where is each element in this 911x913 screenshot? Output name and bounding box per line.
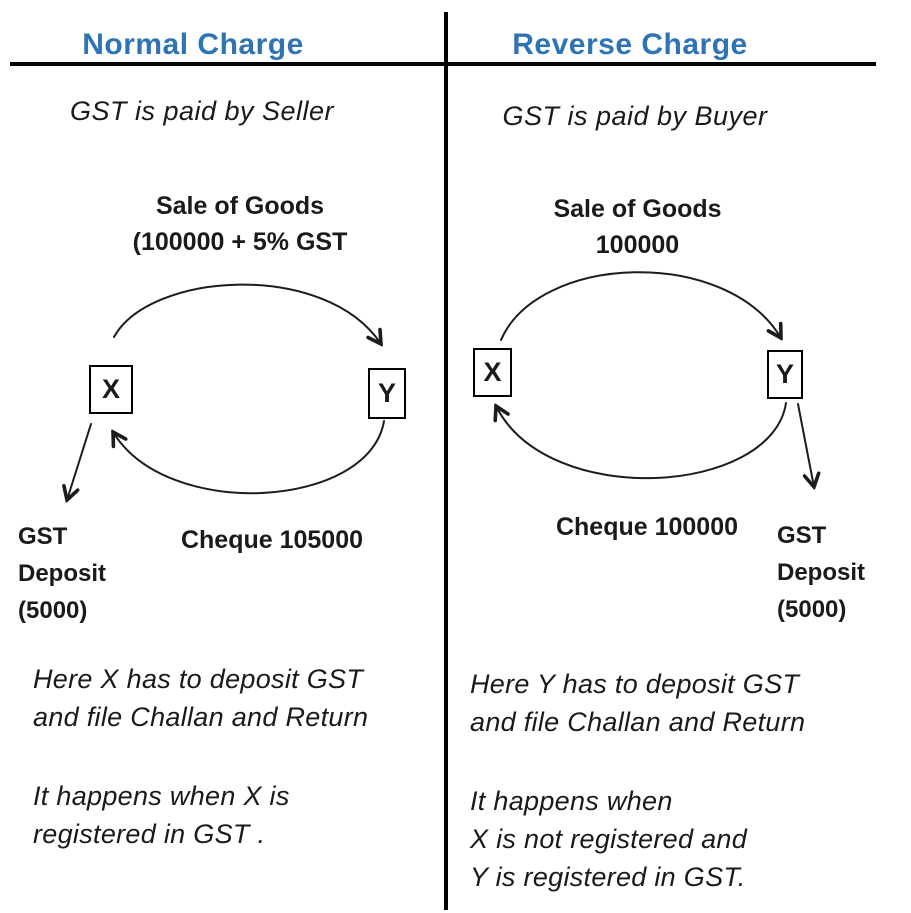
deposit-note-right: Here Y has to deposit GST and file Chall… <box>470 665 805 741</box>
condition-note-right: It happens when X is not registered and … <box>470 782 747 896</box>
party-box-x-right: X <box>473 348 512 397</box>
sale-of-goods-line1-left: Sale of Goods <box>155 192 325 220</box>
gst-deposit-line2-right: Deposit <box>777 559 866 586</box>
deposit-note-left: Here X has to deposit GST and file Chall… <box>33 660 368 736</box>
payment-flow-arrow-right <box>496 402 787 480</box>
reverse-charge-subtitle: GST is paid by Buyer <box>502 101 768 131</box>
sale-of-goods-line2-left: (100000 + 5% GST <box>132 228 348 256</box>
deposit-note-line2-right: and file Challan and Return <box>470 707 806 737</box>
sale-of-goods-line1-right: Sale of Goods <box>553 195 722 223</box>
gst-deposit-line1-left: GST <box>18 523 68 550</box>
condition-note-line3-right: Y is registered in GST. <box>470 862 746 892</box>
reverse-charge-title: Reverse Charge <box>512 28 748 61</box>
normal-charge-title: Normal Charge <box>82 28 304 61</box>
party-box-x-left: X <box>89 365 133 414</box>
column-divider-line <box>444 12 448 910</box>
condition-note-line1-right: It happens when <box>470 786 673 816</box>
sale-flow-arrow-right <box>500 271 781 340</box>
sale-flow-arrow-left <box>113 283 381 344</box>
condition-note-line2-right: X is not registered and <box>470 824 748 854</box>
gst-deposit-line1-right: GST <box>777 522 827 549</box>
cheque-label-left: Cheque 105000 <box>180 526 364 554</box>
gst-deposit-arrow-right <box>797 403 814 487</box>
normal-charge-subtitle: GST is paid by Seller <box>69 96 335 126</box>
condition-note-line1-left: It happens when X is <box>33 781 290 811</box>
deposit-note-line1-right: Here Y has to deposit GST <box>470 669 800 699</box>
condition-note-left: It happens when X is registered in GST . <box>33 777 290 853</box>
deposit-note-line2-left: and file Challan and Return <box>33 702 369 732</box>
party-box-y-left: Y <box>368 368 406 419</box>
deposit-note-line1-left: Here X has to deposit GST <box>33 664 364 694</box>
gst-deposit-arrow-left <box>67 423 92 500</box>
gst-deposit-line3-left: (5000) <box>18 597 88 624</box>
condition-note-line2-left: registered in GST . <box>33 819 266 849</box>
gst-deposit-label-left: GST Deposit (5000) <box>18 518 106 629</box>
gst-deposit-label-right: GST Deposit (5000) <box>777 517 865 628</box>
header-underline <box>10 62 876 66</box>
sale-of-goods-label-right: Sale of Goods 100000 <box>460 191 815 263</box>
gst-deposit-line2-left: Deposit <box>18 560 107 587</box>
sale-of-goods-label-left: Sale of Goods (100000 + 5% GST <box>60 188 420 260</box>
cheque-label-right: Cheque 100000 <box>555 513 739 541</box>
party-box-y-right: Y <box>767 350 803 399</box>
payment-flow-arrow-left <box>113 420 385 495</box>
gst-deposit-line3-right: (5000) <box>777 596 847 623</box>
sale-of-goods-line2-right: 100000 <box>595 231 680 259</box>
